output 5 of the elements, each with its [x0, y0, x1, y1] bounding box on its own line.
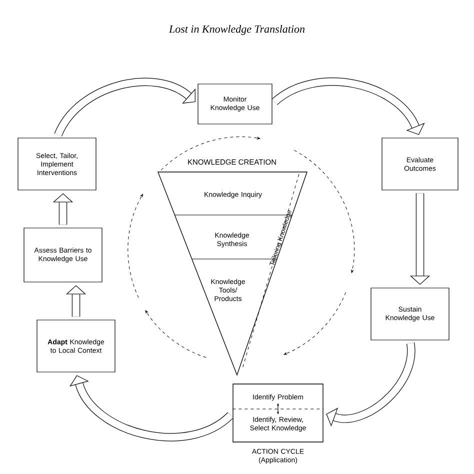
block-arrow — [272, 78, 425, 135]
block-arrow — [326, 343, 416, 427]
block-arrow — [70, 375, 234, 442]
title: Lost in Knowledge Translation — [168, 25, 305, 35]
block-arrow — [54, 78, 196, 137]
